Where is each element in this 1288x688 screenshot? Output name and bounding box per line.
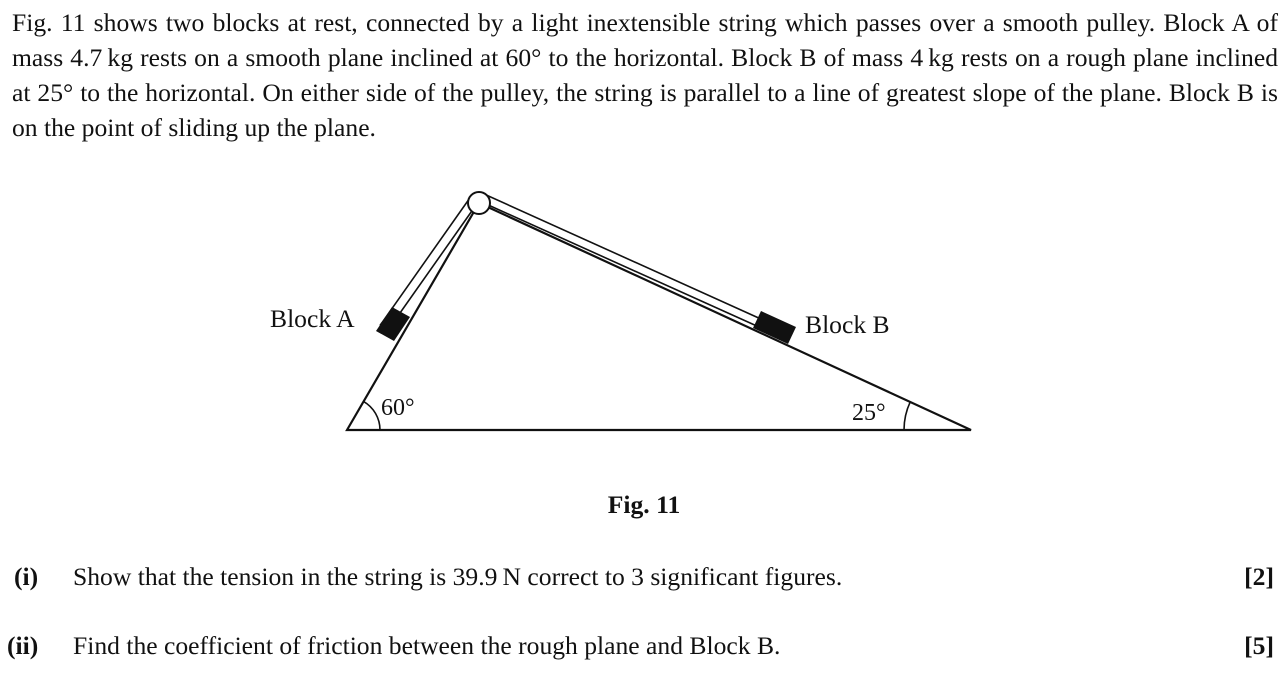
label-block-b: Block B [805, 310, 890, 339]
angle-label-25: 25° [852, 400, 886, 426]
label-block-a: Block A [270, 304, 355, 333]
block-b [753, 311, 796, 344]
angle-label-60: 60° [381, 395, 415, 421]
string-a-inner [387, 202, 479, 331]
string-b-outer [483, 193, 763, 321]
angle-arc-25 [903, 401, 912, 431]
figure-caption: Fig. 11 [607, 490, 681, 519]
string-a-outer [379, 198, 471, 326]
triangle-planes [345, 201, 972, 432]
question-marks: [2] [1244, 562, 1274, 591]
problem-statement: Fig. 11 shows two blocks at rest, connec… [12, 8, 1278, 142]
string-b-inner [480, 200, 760, 328]
question-marks: [5] [1244, 631, 1274, 660]
question-text: Show that the tension in the string is 3… [73, 562, 843, 591]
question-text: Find the coefficient of friction between… [73, 631, 781, 660]
angle-arc-60 [363, 400, 381, 431]
question-number: (i) [14, 562, 39, 591]
question-number: (ii) [7, 631, 39, 660]
pulley [467, 191, 491, 215]
block-a [376, 307, 410, 341]
